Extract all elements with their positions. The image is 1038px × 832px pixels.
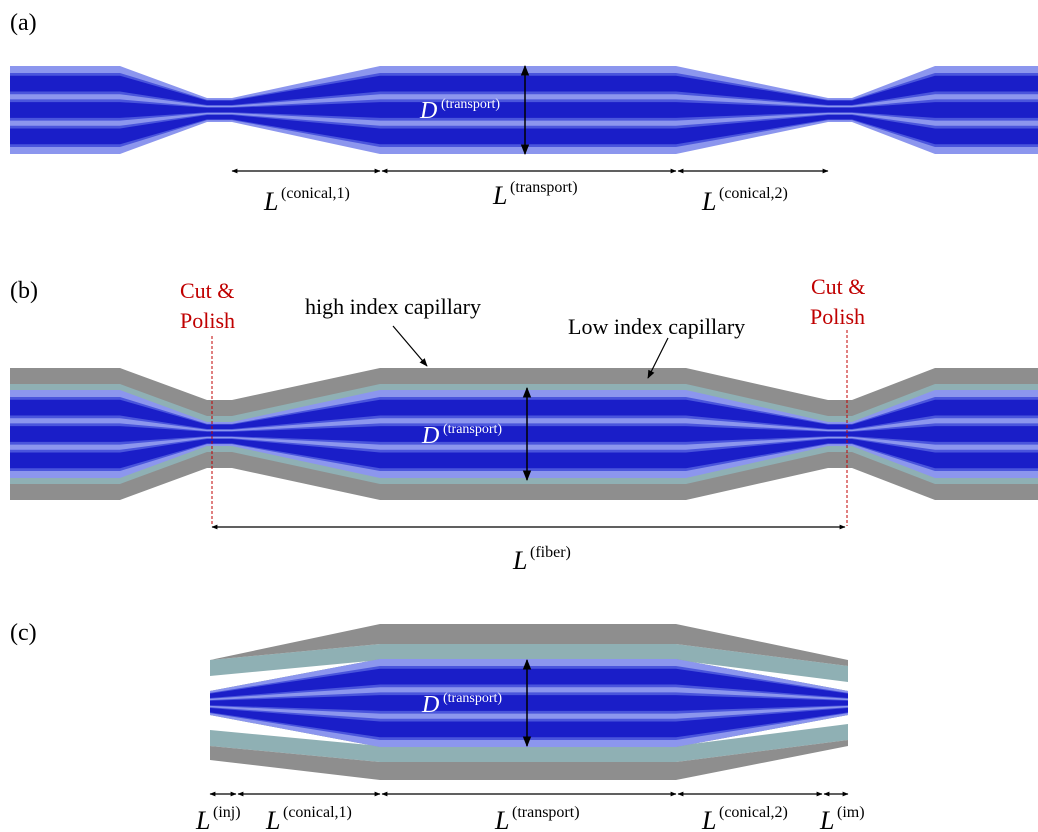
- high-index-capillary-label: high index capillary: [305, 294, 481, 319]
- diameter-symbol-b: D: [421, 423, 439, 449]
- length-sup-transport-a: (transport): [510, 179, 578, 196]
- cut-polish-right-line1: Cut &: [811, 274, 865, 299]
- panel-c: (c) D (transport) L (inj) L (conical,1) …: [10, 620, 865, 832]
- length-symbol-conical1-c: L: [265, 806, 280, 832]
- diameter-symbol-a: D: [419, 98, 437, 124]
- panel-c-label: (c): [10, 620, 37, 646]
- length-symbol-im-c: L: [819, 806, 834, 832]
- panel-b-label: (b): [10, 278, 38, 304]
- cut-polish-left-line1: Cut &: [180, 278, 234, 303]
- length-symbol-conical2-c: L: [701, 806, 716, 832]
- length-symbol-transport-c: L: [494, 806, 509, 832]
- low-index-capillary-label: Low index capillary: [568, 314, 745, 339]
- panel-a-label: (a): [10, 10, 37, 36]
- length-symbol-transport-a: L: [492, 181, 507, 210]
- diameter-sup-a: (transport): [441, 97, 500, 112]
- cut-polish-left-line2: Polish: [180, 308, 235, 333]
- panel-b: (b) Cut & Polish Cut & Polish high index…: [10, 274, 1038, 575]
- fiber-c-polished-taper: [210, 624, 848, 780]
- cut-polish-right-line2: Polish: [810, 304, 865, 329]
- diameter-sup-c: (transport): [443, 691, 502, 706]
- diameter-sup-b: (transport): [443, 422, 502, 437]
- length-symbol-fiber-b: L: [512, 546, 527, 575]
- length-symbol-conical2-a: L: [701, 187, 716, 216]
- length-sup-conical2-c: (conical,2): [719, 804, 788, 821]
- length-sup-fiber-b: (fiber): [530, 544, 571, 561]
- fiber-c-high-index-capillary-top: [210, 624, 848, 666]
- length-sup-im-c: (im): [837, 804, 865, 821]
- fiber-c-low-index-capillary-bottom: [210, 724, 848, 762]
- fiber-b-capillary-taper: [10, 368, 1038, 500]
- low-index-pointer-arrow: [647, 337, 669, 379]
- fiber-c-low-index-capillary-top: [210, 644, 848, 682]
- length-sup-conical2-a: (conical,2): [719, 185, 788, 202]
- panel-a: (a) D (transport) L (conical,1) L (trans…: [10, 10, 1038, 216]
- length-symbol-inj-c: L: [195, 806, 210, 832]
- length-sup-inj-c: (inj): [213, 804, 241, 821]
- length-symbol-conical1-a: L: [263, 187, 278, 216]
- length-sup-transport-c: (transport): [512, 804, 580, 821]
- fiber-a-taper: [10, 66, 1038, 154]
- length-sup-conical1-a: (conical,1): [281, 185, 350, 202]
- fiber-c-high-index-capillary-bottom: [210, 740, 848, 780]
- diameter-symbol-c: D: [421, 692, 439, 718]
- length-sup-conical1-c: (conical,1): [283, 804, 352, 821]
- high-index-pointer-arrow: [392, 325, 428, 367]
